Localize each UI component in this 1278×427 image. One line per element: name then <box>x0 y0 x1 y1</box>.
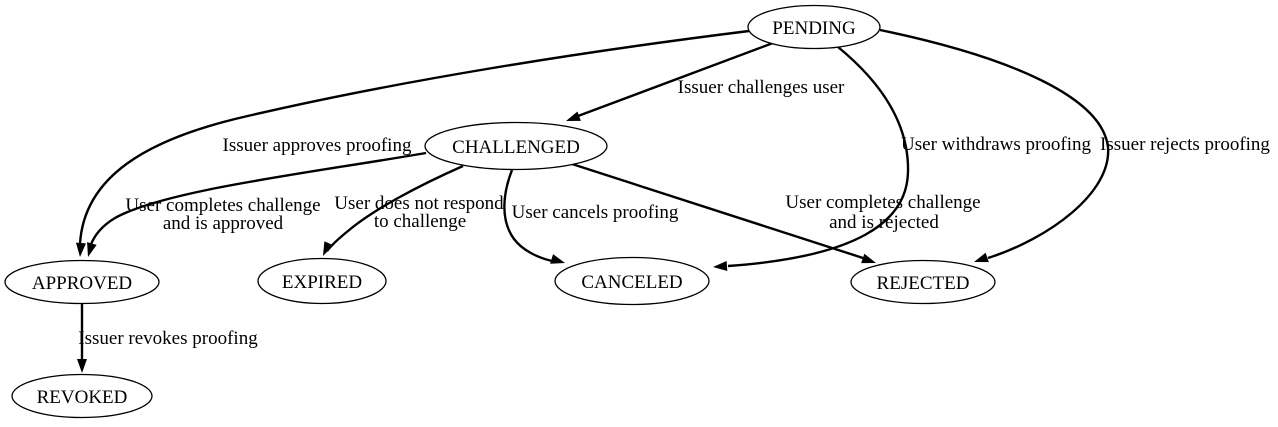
edge-label-issuer-challenges-user: Issuer challenges user <box>678 77 845 98</box>
edge-label-user-completes-challenge-rejected-line2: and is rejected <box>829 212 939 233</box>
edge-label-issuer-revokes-proofing: Issuer revokes proofing <box>78 328 258 349</box>
edge-pending-rejected-arrowhead-icon <box>974 252 989 263</box>
node-challenged: CHALLENGED <box>424 121 608 171</box>
edge-pending-challenged-line <box>577 41 774 118</box>
node-approved-label: APPROVED <box>32 273 132 294</box>
edge-challenged-expired-arrowhead-icon <box>323 241 334 256</box>
edge-label-user-completes-challenge-rejected-line1: User completes challenge <box>785 192 980 213</box>
node-expired: EXPIRED <box>257 257 387 305</box>
edge-challenged-canceled: User cancels proofing <box>503 169 679 264</box>
edge-label-issuer-approves-proofing: Issuer approves proofing <box>223 135 412 156</box>
node-rejected-label: REJECTED <box>877 273 970 294</box>
edge-pending-rejected: Issuer rejects proofing <box>879 28 1270 263</box>
node-expired-ellipse <box>257 257 387 305</box>
node-rejected: REJECTED <box>850 259 996 305</box>
edge-challenged-expired: User does not respond to challenge <box>323 164 504 256</box>
edge-label-user-does-not-respond-line1: User does not respond <box>334 193 504 214</box>
edge-pending-challenged: Issuer challenges user <box>566 41 845 121</box>
edge-challenged-expired-line <box>326 164 464 252</box>
edge-pending-approved-line <box>78 29 750 245</box>
edge-label-user-completes-challenge-approved-line1: User completes challenge <box>125 195 320 216</box>
edge-label-user-does-not-respond-line2: to challenge <box>374 211 466 232</box>
edge-label-user-cancels-proofing: User cancels proofing <box>512 202 679 223</box>
node-pending-ellipse <box>747 4 881 50</box>
edge-challenged-rejected-arrowhead-icon <box>861 253 876 264</box>
edge-challenged-canceled-line <box>503 169 553 263</box>
node-pending-label: PENDING <box>772 18 856 39</box>
edge-approved-revoked: Issuer revokes proofing <box>77 303 258 373</box>
edge-pending-challenged-arrowhead-icon <box>566 111 581 121</box>
edge-challenged-rejected-line <box>571 162 864 260</box>
node-approved-ellipse <box>4 259 160 305</box>
node-canceled-label: CANCELED <box>581 272 682 293</box>
edge-pending-canceled-arrowhead-icon <box>713 261 728 272</box>
node-expired-label: EXPIRED <box>282 272 362 293</box>
edge-label-user-completes-challenge-approved-line2: and is approved <box>163 213 284 234</box>
node-challenged-label: CHALLENGED <box>452 137 580 158</box>
edge-challenged-approved-line <box>88 151 427 248</box>
node-rejected-ellipse <box>850 259 996 305</box>
node-challenged-ellipse <box>424 121 608 171</box>
node-pending: PENDING <box>747 4 881 50</box>
node-revoked: REVOKED <box>11 373 153 419</box>
node-canceled-ellipse <box>554 256 710 306</box>
edge-challenged-rejected: User completes challenge and is rejected <box>571 162 981 264</box>
node-revoked-ellipse <box>11 373 153 419</box>
node-approved: APPROVED <box>4 259 160 305</box>
node-revoked-label: REVOKED <box>37 387 128 408</box>
edge-label-issuer-rejects-proofing: Issuer rejects proofing <box>1100 134 1270 155</box>
edge-pending-approved-arrowhead-icon <box>75 242 86 257</box>
edge-pending-canceled: User withdraws proofing <box>713 46 1091 272</box>
edge-challenged-approved-arrowhead-icon <box>87 242 97 257</box>
edge-pending-approved: Issuer approves proofing <box>75 29 750 257</box>
edge-challenged-canceled-arrowhead-icon <box>550 254 565 264</box>
edge-label-user-withdraws-proofing: User withdraws proofing <box>901 134 1091 155</box>
edge-challenged-approved: User completes challenge and is approved <box>87 151 427 257</box>
edge-pending-rejected-line <box>879 28 1110 260</box>
edge-pending-canceled-line <box>727 46 910 268</box>
edge-approved-revoked-arrowhead-icon <box>77 359 87 373</box>
node-canceled: CANCELED <box>554 256 710 306</box>
